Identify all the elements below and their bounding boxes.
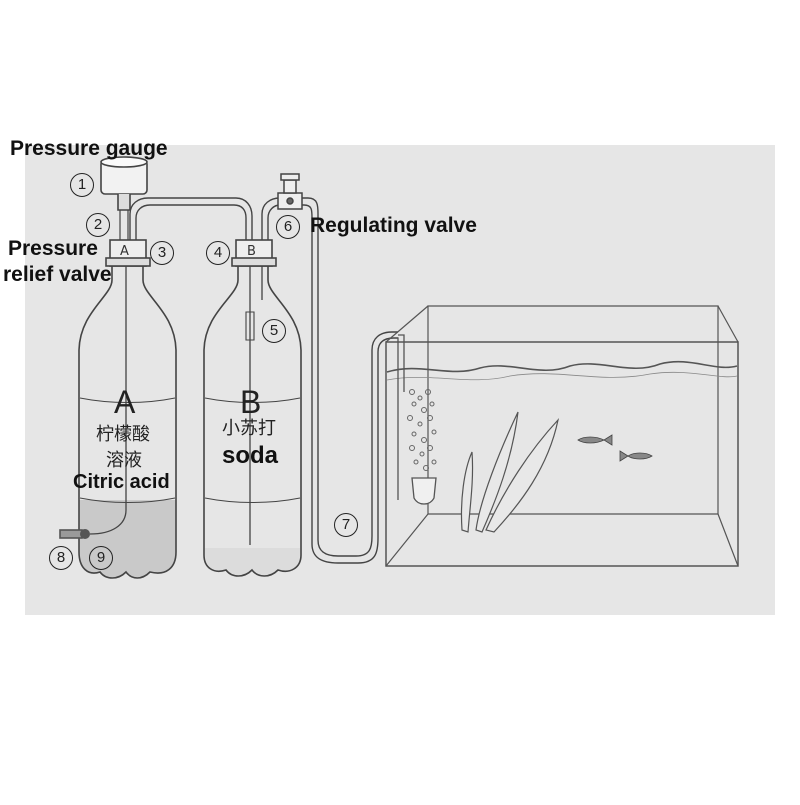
bottle-a-dip-tube [89,266,127,535]
bottle-a-chinese-line2: 溶液 [106,450,142,471]
label-soda: soda [222,442,279,469]
callout-9: 9 [89,546,113,570]
fish [577,434,653,462]
aquarium [385,305,739,567]
callout-3: 3 [150,241,174,265]
bottle-a-letter: A [114,384,136,420]
fish-2 [619,450,653,462]
bottle-a-rib [79,497,176,503]
co2-diffuser [392,334,437,505]
bottle-b-rib [204,397,301,403]
bottle-b-collar [231,257,277,267]
water-surface [386,360,738,373]
bottle-a-rib [79,397,176,403]
bottle-a-collar [105,257,151,267]
bottle-b-rib [204,497,301,503]
callout-5: 5 [262,319,286,343]
callout-7: 7 [334,513,358,537]
label-regulating-valve: Regulating valve [310,214,477,237]
label-pressure-relief-line1: Pressure [8,237,98,260]
callout-8: 8 [49,546,73,570]
plant-leaf [485,418,560,533]
bottle-b-letter: B [240,384,262,420]
callout-4: 4 [206,241,230,265]
label-pressure-gauge: Pressure gauge [10,137,168,160]
bottle-a-outline [78,266,177,579]
bottle-a-outlet-joint [80,529,90,539]
plant-leaf [475,411,519,533]
bottle-b-sediment [205,548,300,576]
bottle-b-outline [203,266,302,577]
connecting-tubing [129,197,398,564]
aquatic-plants [460,411,560,533]
regulating-valve [277,173,303,210]
cap-b-letter: B [247,244,256,259]
bottle-a-outlet-stub [59,529,83,539]
label-pressure-relief-line2: relief valve [3,263,112,286]
tank-edges [385,305,739,567]
plant-leaf [460,451,474,533]
label-citric-acid: Citric acid [73,471,170,493]
bottle-b [203,239,302,577]
diffuser-bubbles [407,389,437,471]
callout-2: 2 [86,213,110,237]
pressure-gauge [100,156,148,240]
callout-1: 1 [70,173,94,197]
fish-1 [577,434,613,446]
bottle-b-chinese: 小苏打 [222,418,276,439]
callout-6: 6 [276,215,300,239]
cap-a-letter: A [120,244,129,259]
bottle-b-check-valve [245,311,255,341]
bottle-a-chinese-line1: 柠檬酸 [96,424,150,445]
